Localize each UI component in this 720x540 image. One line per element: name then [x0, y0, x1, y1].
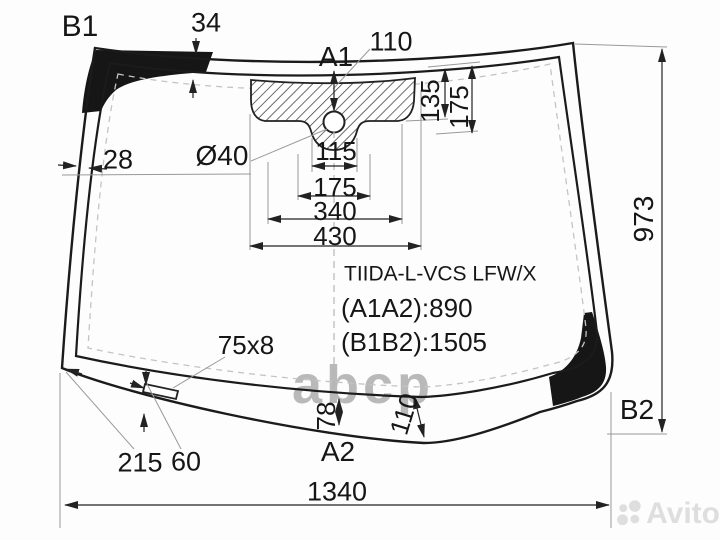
extension-lines: [59, 43, 668, 528]
label-a1: A1: [318, 41, 354, 72]
dim-height-973: 973: [628, 195, 659, 243]
dim-width-1340: 1340: [306, 476, 368, 507]
dim-mount-430: 430: [313, 221, 357, 251]
dimension-lines: [57, 38, 666, 509]
dim-mount-115: 115: [315, 136, 357, 166]
part-code: TIIDA-L-VCS LFW/X: [344, 262, 537, 286]
avito-logo-text: Avito: [646, 497, 720, 530]
dim-band-depth-135: 135: [415, 79, 445, 123]
label-a2: A2: [320, 436, 356, 467]
dim-pad-75x8: 75x8: [217, 330, 275, 360]
part-b1b2-distance: (B1B2):1505: [341, 327, 487, 357]
avito-watermark: Avito: [616, 490, 720, 538]
dim-a1-offset-110: 110: [369, 26, 413, 57]
glass-outer-outline: [60, 41, 614, 445]
mirror-pad-rect: [141, 382, 180, 401]
avito-logo-icon: [617, 500, 641, 526]
dim-left-band-28: 28: [102, 144, 134, 175]
part-a1a2-distance: (A1A2):890: [341, 293, 473, 323]
dim-bottom-band-78: 78: [311, 401, 341, 431]
label-b2: B2: [619, 394, 655, 425]
label-b1: B1: [61, 10, 99, 43]
dim-hole-dia-40: Ø40: [195, 140, 249, 171]
dim-edge-215: 215: [117, 447, 163, 478]
dim-edge-60: 60: [170, 446, 202, 477]
b2-corner-band: [549, 312, 607, 406]
abcp-watermark: abcp: [291, 355, 435, 415]
dim-band-depth-175: 175: [444, 85, 474, 129]
b1-corner-band: [82, 50, 213, 113]
dim-top-band-34: 34: [190, 7, 222, 38]
frit-dashed-line: [87, 63, 587, 388]
